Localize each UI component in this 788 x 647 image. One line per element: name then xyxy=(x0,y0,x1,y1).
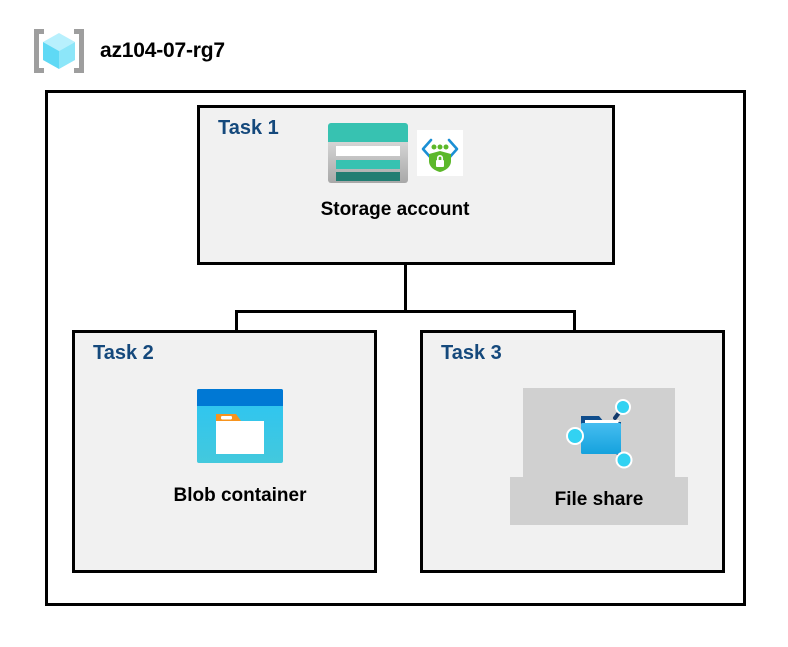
node-blob-container[interactable]: Blob container xyxy=(140,388,340,507)
task-3-label: Task 3 xyxy=(441,342,502,364)
storage-account-icon xyxy=(327,122,409,189)
blob-container-icon xyxy=(196,388,284,469)
file-share-caption: File share xyxy=(510,477,688,525)
resource-group-title: az104-07-rg7 xyxy=(100,39,225,62)
node-storage-account[interactable]: Storage account xyxy=(290,122,500,221)
storage-account-icon-row xyxy=(327,122,463,189)
blob-container-caption: Blob container xyxy=(173,485,307,506)
task-2-label: Task 2 xyxy=(93,342,154,364)
task-1-label: Task 1 xyxy=(218,117,279,139)
node-file-share[interactable]: File share xyxy=(510,388,688,525)
resource-group-header: az104-07-rg7 xyxy=(30,26,225,76)
task-2-box: Task 2 xyxy=(72,330,377,573)
storage-account-caption: Storage account xyxy=(320,199,470,220)
file-share-icon xyxy=(523,388,675,477)
private-endpoint-shield-icon xyxy=(417,130,463,181)
connector-horizontal-bus xyxy=(235,310,576,313)
resource-group-cube-icon xyxy=(30,26,88,76)
connector-storage-stem xyxy=(404,228,407,312)
